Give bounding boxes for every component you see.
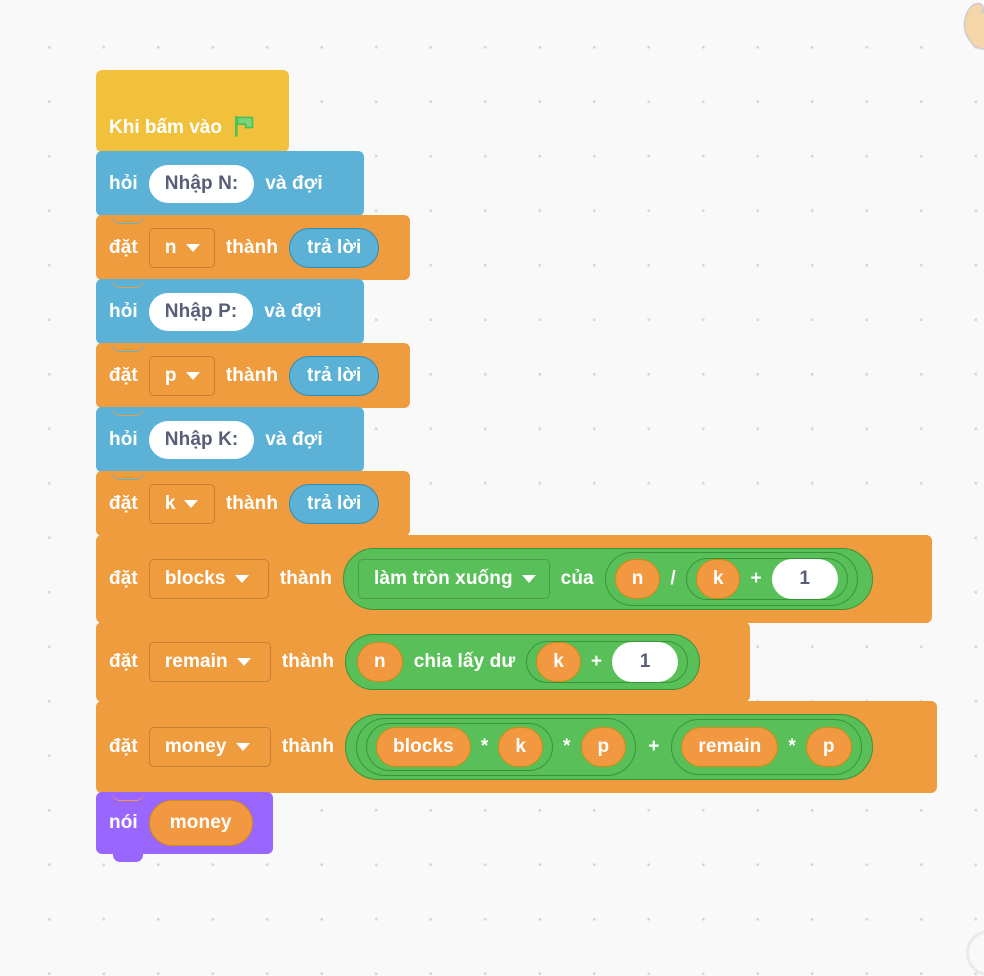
variable-dropdown-label: money	[164, 736, 227, 757]
operator-add-outer[interactable]: blocks * k * p + remain * p	[345, 714, 873, 780]
reporter-variable-money[interactable]: money	[148, 800, 253, 846]
operator-add[interactable]: k + 1	[526, 641, 689, 683]
chevron-down-icon	[185, 243, 200, 252]
say-label: nói	[109, 812, 138, 833]
reporter-variable-remain[interactable]: remain	[681, 727, 779, 767]
ask-label-prefix: hỏi	[109, 172, 138, 194]
set-label-prefix: đặt	[109, 568, 138, 589]
ask-question-input-n[interactable]: Nhập N:	[148, 164, 255, 203]
operator-multiply-remain[interactable]: remain * p	[671, 719, 862, 775]
divide-symbol: /	[670, 568, 676, 589]
number-input-one[interactable]: 1	[771, 559, 838, 599]
ask-label-suffix: và đợi	[265, 172, 323, 194]
multiply-symbol-3: *	[788, 736, 796, 757]
reporter-variable-n[interactable]: n	[357, 642, 403, 682]
block-ask-and-wait-k[interactable]: hỏi Nhập K: và đợi	[96, 407, 364, 480]
reporter-variable-p[interactable]: p	[580, 727, 627, 767]
block-set-variable-money[interactable]: đặt money thành blocks * k * p +	[96, 701, 937, 801]
reporter-answer[interactable]: trả lời	[289, 355, 380, 396]
variable-dropdown-label: remain	[164, 651, 228, 672]
set-label-prefix: đặt	[109, 736, 138, 757]
variable-dropdown-label: p	[164, 364, 177, 386]
block-set-variable-k[interactable]: đặt k thành trả lời	[96, 471, 410, 544]
set-label-middle: thành	[225, 364, 279, 386]
reporter-variable-p[interactable]: p	[805, 727, 852, 767]
block-ask-and-wait-p[interactable]: hỏi Nhập P: và đợi	[96, 279, 364, 352]
script-stack[interactable]: Khi bấm vào hỏi Nhập N: và đợi đặt n thà…	[96, 70, 937, 862]
math-op-label: làm tròn xuống	[374, 568, 513, 589]
variable-dropdown-money[interactable]: money	[148, 727, 271, 767]
set-label-prefix: đặt	[109, 364, 138, 386]
operator-add[interactable]: k + 1	[685, 558, 848, 600]
ask-label-suffix: và đợi	[265, 428, 323, 450]
chevron-down-icon	[236, 658, 251, 666]
block-set-variable-n[interactable]: đặt n thành trả lời	[96, 215, 410, 288]
plus-symbol: +	[648, 736, 660, 757]
reporter-variable-k[interactable]: k	[536, 642, 581, 682]
math-op-dropdown[interactable]: làm tròn xuống	[358, 559, 550, 599]
plus-symbol: +	[750, 568, 762, 589]
reporter-variable-k[interactable]: k	[695, 559, 741, 599]
set-label-middle: thành	[225, 236, 279, 258]
block-say-money[interactable]: nói money	[96, 792, 273, 862]
zoom-control-circle[interactable]	[966, 930, 984, 976]
multiply-symbol-1: *	[480, 736, 489, 757]
reporter-variable-blocks[interactable]: blocks	[376, 727, 471, 767]
ask-label-suffix: và đợi	[264, 300, 322, 322]
variable-dropdown-k[interactable]: k	[148, 483, 215, 524]
variable-dropdown-label: blocks	[164, 568, 226, 589]
plus-symbol: +	[590, 651, 603, 672]
reporter-answer[interactable]: trả lời	[289, 483, 380, 524]
hat-block-label: Khi bấm vào	[109, 117, 222, 138]
block-set-variable-blocks[interactable]: đặt blocks thành làm tròn xuống của n / …	[96, 535, 932, 631]
variable-dropdown-blocks[interactable]: blocks	[148, 559, 269, 599]
block-set-variable-remain[interactable]: đặt remain thành n chia lấy dư k + 1	[96, 622, 750, 710]
reporter-variable-n[interactable]: n	[614, 559, 661, 599]
set-label-prefix: đặt	[109, 236, 138, 258]
ask-question-input-k[interactable]: Nhập K:	[148, 420, 255, 459]
chevron-down-icon	[185, 371, 200, 380]
operator-divide[interactable]: n / k + 1	[604, 552, 858, 606]
chevron-down-icon	[234, 575, 249, 583]
math-op-of-label: của	[560, 568, 594, 589]
operator-multiply-outer[interactable]: blocks * k * p	[356, 718, 637, 776]
ask-label-prefix: hỏi	[109, 428, 138, 450]
number-input-one[interactable]: 1	[612, 642, 679, 682]
reporter-variable-k[interactable]: k	[498, 727, 543, 767]
hat-dome	[96, 70, 289, 122]
variable-dropdown-label: k	[164, 492, 176, 514]
chevron-down-icon	[184, 499, 199, 508]
ask-question-input-p[interactable]: Nhập P:	[148, 292, 254, 331]
operator-multiply-inner[interactable]: blocks * k	[366, 723, 553, 771]
variable-dropdown-remain[interactable]: remain	[148, 642, 271, 682]
modulo-label: chia lấy dư	[413, 651, 516, 672]
set-label-middle: thành	[225, 492, 279, 514]
chevron-down-icon	[521, 575, 536, 583]
reporter-answer[interactable]: trả lời	[289, 227, 380, 268]
green-flag-icon	[232, 114, 257, 139]
block-set-variable-p[interactable]: đặt p thành trả lời	[96, 343, 410, 416]
multiply-symbol-2: *	[563, 736, 571, 757]
hat-block-when-flag-clicked[interactable]: Khi bấm vào	[96, 70, 289, 160]
set-label-middle: thành	[281, 736, 335, 757]
set-label-prefix: đặt	[109, 492, 138, 514]
variable-dropdown-n[interactable]: n	[148, 227, 215, 268]
hand-cursor-icon	[963, 2, 984, 50]
operator-modulo[interactable]: n chia lấy dư k + 1	[345, 634, 701, 690]
set-label-prefix: đặt	[109, 651, 138, 672]
variable-dropdown-label: n	[164, 236, 177, 258]
variable-dropdown-p[interactable]: p	[148, 355, 215, 396]
block-ask-and-wait-n[interactable]: hỏi Nhập N: và đợi	[96, 151, 364, 224]
set-label-middle: thành	[279, 568, 333, 589]
ask-label-prefix: hỏi	[109, 300, 138, 322]
operator-math-function[interactable]: làm tròn xuống của n / k + 1	[343, 548, 873, 610]
chevron-down-icon	[235, 743, 250, 751]
set-label-middle: thành	[281, 651, 335, 672]
